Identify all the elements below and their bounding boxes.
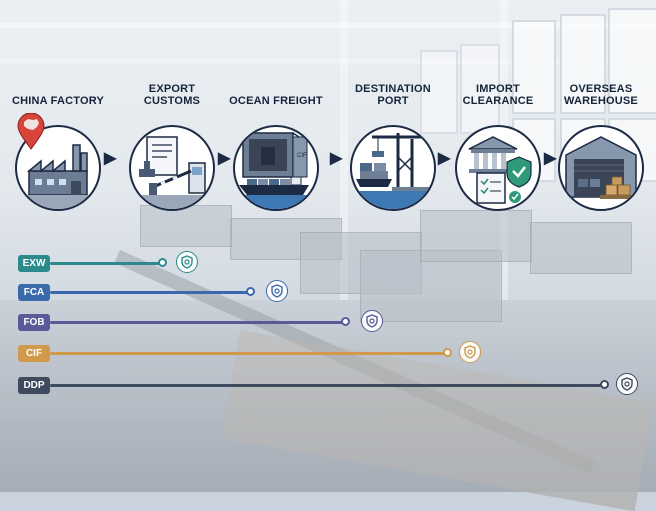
- shield-icon: [616, 373, 638, 395]
- container-label: CIF: [297, 153, 307, 159]
- coverage-end-marker: [341, 317, 350, 326]
- stage-label: IMPORT CLEARANCE: [462, 83, 534, 107]
- incoterm-row-cif: CIF: [18, 341, 498, 363]
- stage-label: OVERSEAS WAREHOUSE: [564, 83, 638, 107]
- customs-icon: [129, 125, 215, 211]
- coverage-line: [50, 384, 604, 387]
- incoterm-row-fca: FCA: [18, 280, 298, 302]
- incoterm-row-ddp: DDP: [18, 373, 644, 395]
- incoterm-badge: DDP: [18, 377, 50, 394]
- coverage-end-marker: [443, 348, 452, 357]
- factory-icon: [15, 125, 101, 211]
- shield-icon: [459, 341, 481, 363]
- coverage-end-marker: [158, 258, 167, 267]
- shield-icon: [361, 310, 383, 332]
- stage-label: CHINA FACTORY: [11, 95, 105, 107]
- coverage-end-marker: [600, 380, 609, 389]
- flow-arrow-icon: ▶: [330, 150, 343, 167]
- flow-arrow-icon: ▶: [438, 150, 451, 167]
- coverage-line: [50, 352, 446, 355]
- flow-arrow-icon: ▶: [544, 150, 557, 167]
- coverage-line: [50, 262, 162, 265]
- warehouse-icon: [558, 125, 644, 211]
- stage-label: OCEAN FREIGHT: [229, 95, 323, 107]
- stage-label: EXPORT CUSTOMS: [143, 83, 201, 107]
- shield-icon: [266, 280, 288, 302]
- stage-label: DESTINATION PORT: [355, 83, 431, 107]
- shield-icon: [176, 251, 198, 273]
- ship-icon: CIF: [233, 125, 319, 211]
- incoterm-badge: EXW: [18, 255, 50, 272]
- china-map-pin-icon: [17, 113, 45, 150]
- incoterm-row-fob: FOB: [18, 310, 398, 332]
- flow-arrow-icon: ▶: [104, 150, 117, 167]
- clearance-icon: [455, 125, 541, 211]
- incoterm-badge: FOB: [18, 314, 50, 331]
- coverage-line: [50, 321, 344, 324]
- coverage-line: [50, 291, 250, 294]
- flow-arrow-icon: ▶: [218, 150, 231, 167]
- port-crane-icon: [350, 125, 436, 211]
- incoterm-row-exw: EXW: [18, 251, 208, 273]
- coverage-end-marker: [246, 287, 255, 296]
- incoterm-badge: CIF: [18, 345, 50, 362]
- incoterm-badge: FCA: [18, 284, 50, 301]
